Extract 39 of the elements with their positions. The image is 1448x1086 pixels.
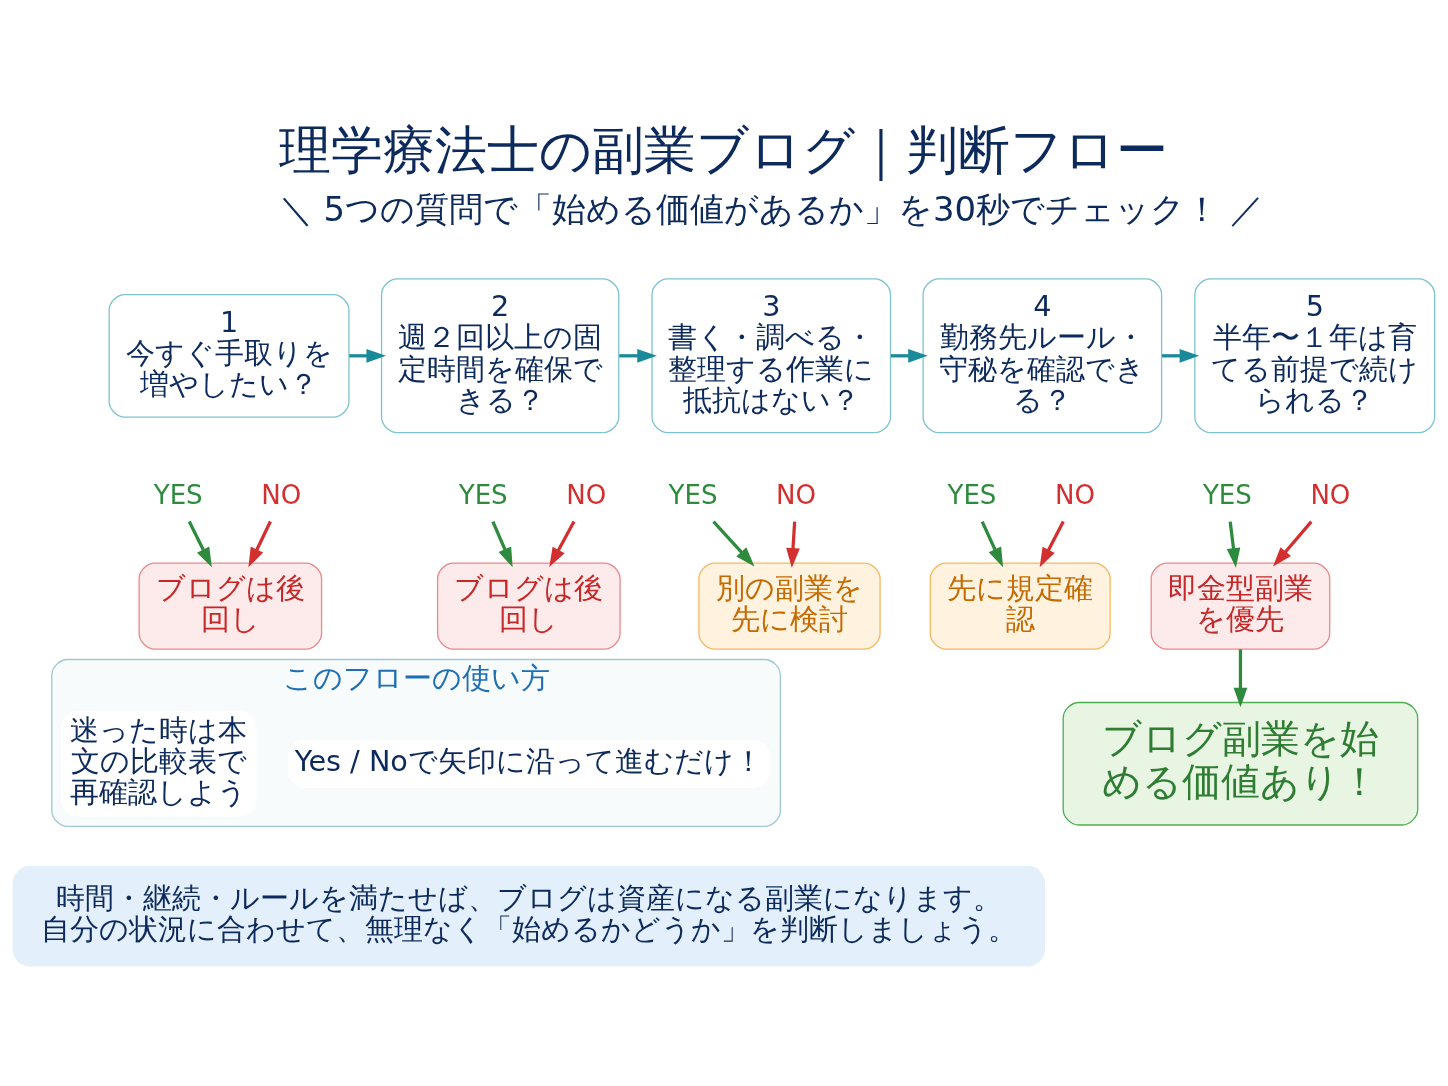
arrow <box>187 520 212 567</box>
node-box: 1 今すぐ手取りを増やしたい？ <box>108 293 350 418</box>
arrow <box>491 520 513 567</box>
arrow <box>1233 648 1248 707</box>
arrow <box>248 520 272 567</box>
arrow <box>549 520 576 567</box>
arrow <box>890 348 928 363</box>
arrow <box>1273 520 1313 567</box>
arrow <box>1162 348 1200 363</box>
node-box: 先に規定確認 <box>929 561 1111 650</box>
node-text: NO <box>1310 479 1351 510</box>
node-text: YES <box>153 479 203 510</box>
node-box: 5 半年〜１年は育てる前提で続けられる？ <box>1194 277 1436 433</box>
node-box: ブログ副業を始める価値あり！ <box>1062 701 1419 826</box>
node-text: NO <box>776 479 817 510</box>
diagram-title: 理学療法士の副業ブログ｜判断フロー <box>279 119 1169 180</box>
node-text: YES <box>1202 479 1252 510</box>
node-text: NO <box>566 479 607 510</box>
arrow <box>1039 520 1065 567</box>
node-text: YES <box>458 479 508 510</box>
node-box: 4 勤務先ルール・守秘を確認できる？ <box>922 277 1163 433</box>
node-box: ブログは後回し <box>436 561 621 650</box>
node-text: NO <box>1054 479 1095 510</box>
arrow <box>1226 520 1241 568</box>
arrow <box>349 348 386 363</box>
label: ＼ 5つの質問で「始める価値があるか」を30秒でチェック！ ／ <box>278 189 1264 229</box>
node-box: 時間・継続・ルールを満たせば、ブログは資産になる副業になります。 自分の状況に合わせて、無理なく「始めるかどうか」を判断しましょう。 <box>12 865 1045 966</box>
node-box: 2 週２回以上の固定時間を確保できる？ <box>380 277 620 433</box>
node-box: 3 書く・調べる・整理する作業に抵抗はない？ <box>651 277 892 433</box>
arrow <box>786 520 800 568</box>
node-box: 別の副業を先に検討 <box>698 561 881 650</box>
node-text: YES <box>668 479 718 510</box>
arrow <box>980 520 1004 567</box>
arrow <box>712 519 755 566</box>
node-text: YES <box>947 479 997 510</box>
node-box: 即金型副業を優先 <box>1150 561 1331 650</box>
arrow <box>619 348 657 363</box>
node-box: ブログは後回し <box>138 561 323 650</box>
node-text: NO <box>261 479 302 510</box>
